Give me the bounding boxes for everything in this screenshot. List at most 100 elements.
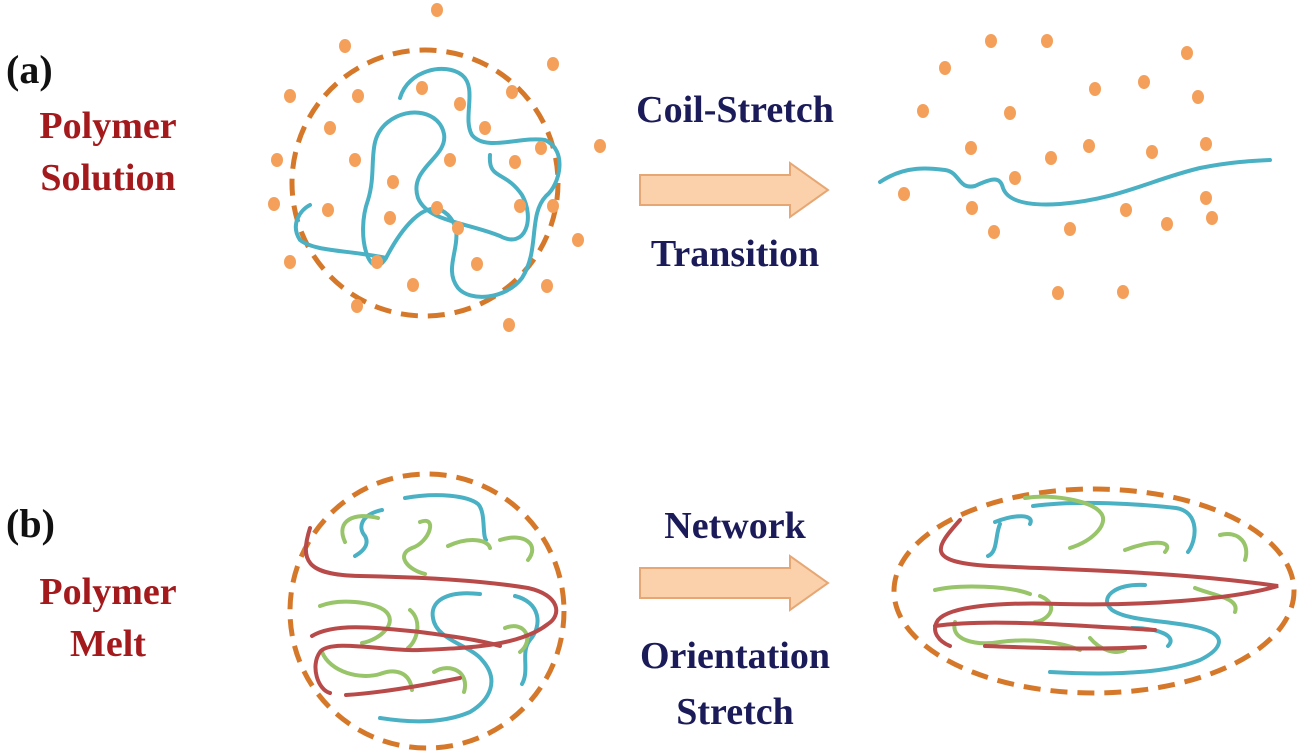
solvent-molecule bbox=[1045, 151, 1057, 165]
panel-b-oriented-green-chain bbox=[933, 584, 1032, 596]
solvent-molecule bbox=[541, 279, 553, 293]
panel-b-red-chain bbox=[310, 625, 502, 648]
solvent-molecule bbox=[407, 278, 419, 292]
solvent-molecule bbox=[1120, 203, 1132, 217]
panel-b-orientation-arrow bbox=[639, 554, 830, 612]
panel-b-green-chain bbox=[446, 538, 492, 550]
solvent-molecule bbox=[1004, 106, 1016, 120]
solvent-molecule bbox=[1041, 34, 1053, 48]
solvent-molecule bbox=[572, 233, 584, 247]
solvent-molecule bbox=[268, 197, 280, 211]
panel-a-system-line-1: Polymer bbox=[39, 105, 177, 147]
solvent-molecule bbox=[535, 141, 547, 155]
panel-a-stretched-group bbox=[878, 34, 1272, 300]
solvent-molecule bbox=[1138, 75, 1150, 89]
solvent-molecule bbox=[1192, 90, 1204, 104]
solvent-molecule bbox=[1089, 82, 1101, 96]
panel-b-red-chain bbox=[344, 676, 462, 697]
solvent-molecule bbox=[917, 104, 929, 118]
panel-b-oriented-red-chain bbox=[933, 620, 1157, 632]
solvent-molecule bbox=[506, 85, 518, 99]
solvent-molecule bbox=[1064, 222, 1076, 236]
solvent-molecule bbox=[547, 57, 559, 71]
solvent-molecule bbox=[1181, 46, 1193, 60]
panel-b-oriented-blue-chain bbox=[993, 514, 1033, 526]
panel-b-blue-chain bbox=[378, 591, 494, 724]
solvent-molecule bbox=[352, 89, 364, 103]
solvent-molecule bbox=[509, 155, 521, 169]
panel-a-chain-tail bbox=[293, 203, 388, 260]
panel-b-process-middle: Orientation bbox=[640, 635, 830, 677]
panel-a-process-top: Coil-Stretch bbox=[636, 89, 834, 131]
solvent-molecule bbox=[479, 121, 491, 135]
solvent-molecule bbox=[351, 299, 363, 313]
solvent-molecule bbox=[416, 81, 428, 95]
solvent-molecule bbox=[939, 61, 951, 75]
panel-b-oriented-green-chain bbox=[1033, 594, 1054, 624]
solvent-molecule bbox=[594, 139, 606, 153]
solvent-molecule bbox=[898, 187, 910, 201]
solvent-molecule bbox=[324, 121, 336, 135]
panel-b-oriented-green-chain bbox=[1088, 636, 1127, 654]
panel-b-green-chain bbox=[402, 518, 432, 576]
solvent-molecule bbox=[503, 318, 515, 332]
solvent-molecule bbox=[1117, 285, 1129, 299]
solvent-molecule bbox=[384, 211, 396, 225]
solvent-molecule bbox=[452, 221, 464, 235]
solvent-molecule bbox=[284, 255, 296, 269]
solvent-molecule bbox=[985, 34, 997, 48]
panel-a-transition-arrow bbox=[639, 161, 830, 219]
panel-b-green-chain bbox=[498, 535, 535, 562]
solvent-molecule bbox=[547, 199, 559, 213]
panel-b-system-label: Polymer Melt bbox=[18, 566, 198, 670]
panel-b-tag: (b) bbox=[6, 501, 55, 546]
panel-a-system-line-2: Solution bbox=[40, 157, 176, 199]
solvent-molecule bbox=[1206, 211, 1218, 225]
solvent-molecule bbox=[514, 199, 526, 213]
panel-b-oriented-blue-chain bbox=[1031, 500, 1197, 554]
solvent-molecule bbox=[965, 141, 977, 155]
panel-b-green-chain bbox=[320, 650, 414, 692]
solvent-molecule bbox=[1083, 139, 1095, 153]
panel-b-network-group bbox=[287, 471, 567, 751]
solvent-molecule bbox=[284, 89, 296, 103]
solvent-molecule bbox=[431, 3, 443, 17]
solvent-molecule bbox=[431, 201, 443, 215]
panel-b-oriented-green-chain bbox=[1123, 540, 1170, 554]
panel-a-coil-boundary bbox=[289, 47, 561, 319]
solvent-molecule bbox=[322, 203, 334, 217]
solvent-molecule bbox=[271, 153, 283, 167]
solvent-molecule bbox=[1146, 145, 1158, 159]
panel-b-oriented-red-chain bbox=[933, 518, 1279, 648]
solvent-molecule bbox=[1200, 191, 1212, 205]
panel-a-process-bottom: Transition bbox=[650, 233, 820, 275]
solvent-molecule bbox=[1200, 137, 1212, 151]
panel-a-solvent-right bbox=[898, 34, 1218, 300]
panel-b-green-chain bbox=[432, 666, 468, 694]
panel-a-system-label: Polymer Solution bbox=[18, 100, 198, 204]
panel-a-coiled-chain bbox=[361, 66, 562, 299]
panel-a-tag: (a) bbox=[6, 47, 53, 92]
solvent-molecule bbox=[339, 39, 351, 53]
panel-b-oriented-green-chain bbox=[952, 620, 1082, 652]
panel-b-oriented-green-chain bbox=[1023, 494, 1106, 550]
panel-b-green-chain bbox=[318, 599, 392, 645]
panel-b-oriented-red-chain bbox=[983, 644, 1147, 651]
solvent-molecule bbox=[349, 153, 361, 167]
solvent-molecule bbox=[387, 175, 399, 189]
panel-b-process-top: Network bbox=[664, 505, 806, 547]
solvent-molecule bbox=[444, 153, 456, 167]
panel-b-green-chain bbox=[503, 624, 530, 654]
solvent-molecule bbox=[371, 255, 383, 269]
panel-a-coil-group bbox=[268, 3, 606, 332]
panel-b-green-chain bbox=[340, 514, 380, 544]
panel-b-system-line-2: Melt bbox=[70, 623, 146, 665]
solvent-molecule bbox=[1009, 171, 1021, 185]
solvent-molecule bbox=[988, 225, 1000, 239]
solvent-molecule bbox=[454, 97, 466, 111]
panel-b-oriented-boundary bbox=[891, 486, 1297, 696]
panel-a-stretched-chain bbox=[878, 158, 1272, 207]
panel-b-oriented-green-chain bbox=[1218, 532, 1249, 562]
solvent-molecule bbox=[966, 201, 978, 215]
